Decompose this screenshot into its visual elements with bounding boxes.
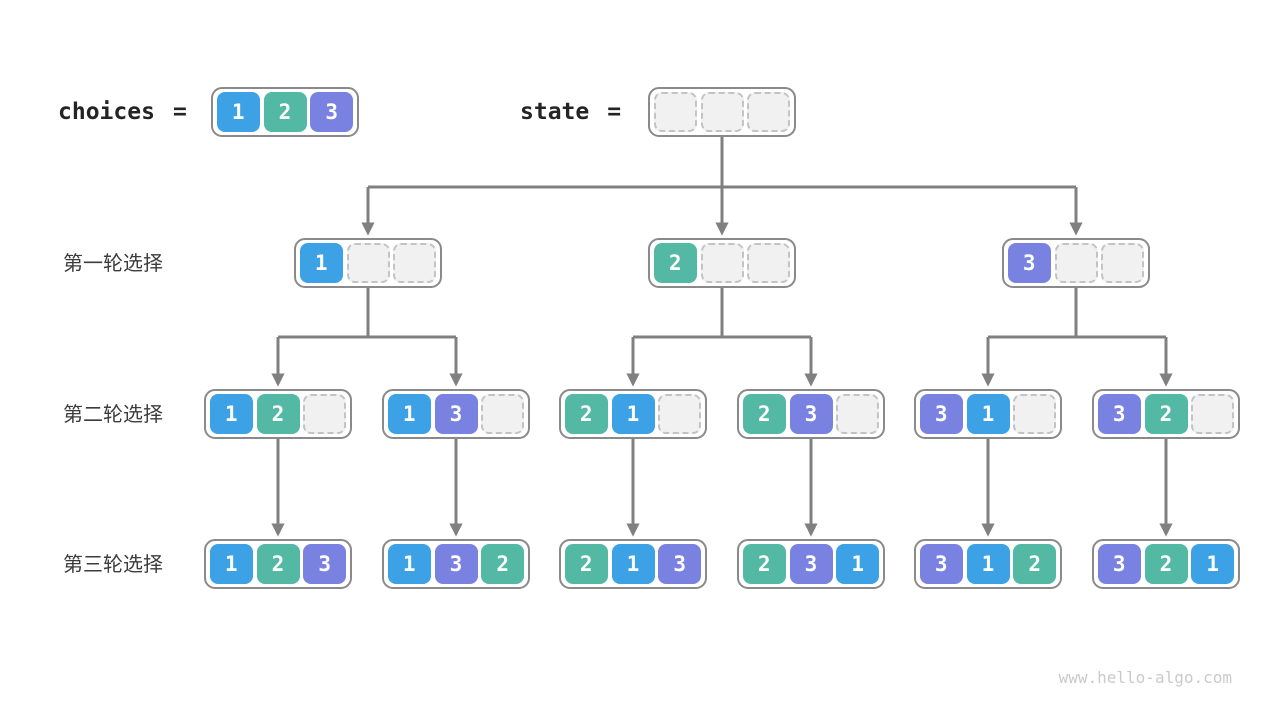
array-cell: 1 bbox=[966, 544, 1010, 584]
array-cell bbox=[700, 92, 744, 132]
choices-equals-sign: = bbox=[172, 99, 187, 125]
array-cell: 3 bbox=[310, 92, 354, 132]
array-cell: 1 bbox=[299, 243, 343, 283]
array-cell bbox=[653, 92, 697, 132]
state-array-box bbox=[648, 87, 796, 137]
array-cell: 3 bbox=[658, 544, 702, 584]
round2-state-box: 3 1 bbox=[914, 389, 1062, 439]
state-label: state bbox=[520, 99, 590, 125]
array-cell: 1 bbox=[209, 394, 253, 434]
array-cell bbox=[1054, 243, 1098, 283]
state-label-group: state = bbox=[520, 87, 621, 137]
array-cell: 2 bbox=[742, 394, 786, 434]
array-cell: 3 bbox=[1007, 243, 1051, 283]
round3-state-box: 2 1 3 bbox=[559, 539, 707, 589]
watermark: www.hello-algo.com bbox=[1058, 668, 1232, 687]
array-cell bbox=[393, 243, 437, 283]
array-cell: 1 bbox=[387, 544, 431, 584]
array-cell: 2 bbox=[1013, 544, 1057, 584]
array-cell bbox=[303, 394, 347, 434]
array-cell: 1 bbox=[836, 544, 880, 584]
round2-state-box: 2 1 bbox=[559, 389, 707, 439]
round3-state-box: 3 1 2 bbox=[914, 539, 1062, 589]
array-cell bbox=[481, 394, 525, 434]
array-cell bbox=[700, 243, 744, 283]
array-cell: 2 bbox=[653, 243, 697, 283]
array-cell: 1 bbox=[387, 394, 431, 434]
choices-label-group: choices = bbox=[58, 87, 187, 137]
round1-state-box: 3 bbox=[1002, 238, 1150, 288]
array-cell: 1 bbox=[209, 544, 253, 584]
array-cell: 2 bbox=[1144, 394, 1188, 434]
round2-state-box: 1 3 bbox=[382, 389, 530, 439]
array-cell: 3 bbox=[789, 394, 833, 434]
array-cell: 3 bbox=[919, 544, 963, 584]
round2-state-box: 1 2 bbox=[204, 389, 352, 439]
round3-state-box: 2 3 1 bbox=[737, 539, 885, 589]
round2-state-box: 3 2 bbox=[1092, 389, 1240, 439]
array-cell bbox=[747, 243, 791, 283]
array-cell bbox=[836, 394, 880, 434]
round-1-label: 第一轮选择 bbox=[63, 251, 163, 275]
array-cell: 3 bbox=[919, 394, 963, 434]
array-cell bbox=[346, 243, 390, 283]
round1-state-box: 2 bbox=[648, 238, 796, 288]
array-cell: 2 bbox=[742, 544, 786, 584]
array-cell: 2 bbox=[564, 544, 608, 584]
array-cell: 1 bbox=[966, 394, 1010, 434]
array-cell: 2 bbox=[256, 394, 300, 434]
array-cell: 1 bbox=[1191, 544, 1235, 584]
array-cell: 3 bbox=[303, 544, 347, 584]
round2-state-box: 2 3 bbox=[737, 389, 885, 439]
array-cell bbox=[1101, 243, 1145, 283]
array-cell: 3 bbox=[1097, 544, 1141, 584]
array-cell bbox=[1013, 394, 1057, 434]
round3-state-box: 1 3 2 bbox=[382, 539, 530, 589]
choices-label: choices bbox=[58, 99, 155, 125]
array-cell: 3 bbox=[434, 544, 478, 584]
array-cell: 2 bbox=[481, 544, 525, 584]
array-cell: 3 bbox=[789, 544, 833, 584]
array-cell: 1 bbox=[611, 394, 655, 434]
round1-state-box: 1 bbox=[294, 238, 442, 288]
round-2-label: 第二轮选择 bbox=[63, 402, 163, 426]
round-3-label: 第三轮选择 bbox=[63, 552, 163, 576]
array-cell: 2 bbox=[263, 92, 307, 132]
array-cell: 2 bbox=[256, 544, 300, 584]
array-cell bbox=[1191, 394, 1235, 434]
array-cell: 1 bbox=[611, 544, 655, 584]
round3-state-box: 1 2 3 bbox=[204, 539, 352, 589]
array-cell: 2 bbox=[564, 394, 608, 434]
array-cell: 1 bbox=[216, 92, 260, 132]
round3-state-box: 3 2 1 bbox=[1092, 539, 1240, 589]
array-cell: 2 bbox=[1144, 544, 1188, 584]
array-cell bbox=[747, 92, 791, 132]
array-cell bbox=[658, 394, 702, 434]
array-cell: 3 bbox=[1097, 394, 1141, 434]
state-equals-sign: = bbox=[607, 99, 622, 125]
array-cell: 3 bbox=[434, 394, 478, 434]
choices-array-box: 1 2 3 bbox=[211, 87, 359, 137]
